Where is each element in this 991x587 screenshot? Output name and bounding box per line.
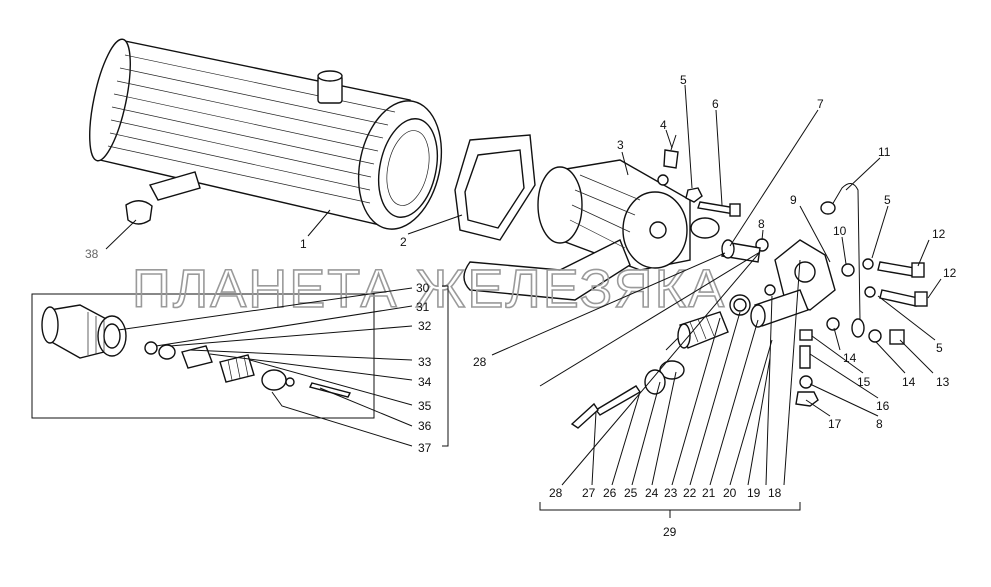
- callout-4: 4: [660, 118, 667, 132]
- callout-12-lower: 12: [943, 266, 957, 280]
- plug-part-38: [125, 200, 153, 225]
- callout-19: 19: [747, 486, 761, 500]
- callout-1: 1: [300, 237, 307, 251]
- callout-17: 17: [828, 417, 842, 431]
- gasket-part-2: [454, 134, 536, 241]
- callout-35: 35: [418, 399, 432, 413]
- callout-8-lower: 8: [876, 417, 883, 431]
- callout-16: 16: [876, 399, 890, 413]
- callout-12-upper: 12: [932, 227, 946, 241]
- callout-labels: 1 2 3 4 5 6 7 8 9 10 11 5 12 12 5 14 14 …: [85, 73, 957, 539]
- callout-36: 36: [418, 419, 432, 433]
- callout-7: 7: [817, 97, 824, 111]
- callout-14-right: 14: [902, 375, 916, 389]
- callout-11: 11: [878, 145, 891, 159]
- callout-22: 22: [683, 486, 697, 500]
- callout-38: 38: [85, 247, 99, 261]
- casing-part-3: [463, 159, 691, 301]
- cylinder-housing: [89, 38, 443, 230]
- callout-32: 32: [418, 319, 432, 333]
- fasteners-upper: [657, 134, 769, 252]
- callout-37: 37: [418, 441, 432, 455]
- callout-28-lower: 28: [549, 486, 563, 500]
- callout-26: 26: [603, 486, 617, 500]
- callout-21: 21: [702, 486, 716, 500]
- callout-13: 13: [936, 375, 950, 389]
- pipe-part-11: [820, 183, 865, 338]
- needle-valve-parts: [570, 360, 685, 429]
- leader-lines: [105, 84, 942, 518]
- callout-9: 9: [790, 193, 797, 207]
- callout-14-left: 14: [843, 351, 857, 365]
- callout-24: 24: [645, 486, 659, 500]
- callout-33: 33: [418, 355, 432, 369]
- callout-29: 29: [663, 525, 677, 539]
- callout-10: 10: [833, 224, 847, 238]
- callout-20: 20: [723, 486, 737, 500]
- callout-5-top: 5: [680, 73, 687, 87]
- callout-27: 27: [582, 486, 596, 500]
- callout-30: 30: [416, 281, 430, 295]
- callout-23: 23: [664, 486, 678, 500]
- watermark-text: ПЛАНЕТА ЖЕЛЕЗЯКА: [132, 259, 726, 319]
- inset-detail-box: [31, 293, 375, 419]
- callout-3: 3: [617, 138, 624, 152]
- callout-31: 31: [416, 300, 430, 314]
- bolts-right: [795, 258, 928, 407]
- callout-15: 15: [857, 375, 871, 389]
- callout-8-upper: 8: [758, 217, 765, 231]
- callout-6: 6: [712, 97, 719, 111]
- callout-34: 34: [418, 375, 432, 389]
- callout-25: 25: [624, 486, 638, 500]
- callout-28-upper: 28: [473, 355, 487, 369]
- callout-5-lower: 5: [936, 341, 943, 355]
- callout-2: 2: [400, 235, 407, 249]
- callout-18: 18: [768, 486, 782, 500]
- valve-body: [729, 239, 836, 328]
- callout-5-right: 5: [884, 193, 891, 207]
